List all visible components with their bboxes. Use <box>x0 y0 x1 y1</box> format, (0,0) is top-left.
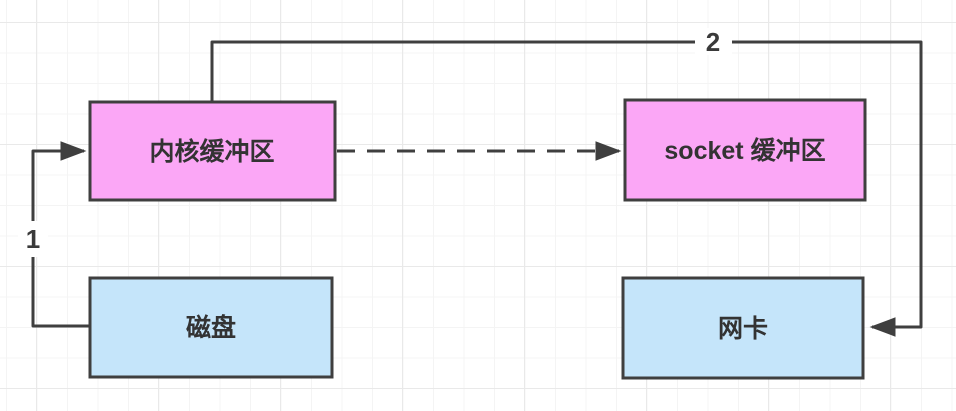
node-disk-label: 磁盘 <box>186 313 236 342</box>
edge-label-1-background <box>18 221 48 257</box>
edge-label-2-background <box>695 28 732 55</box>
node-disk: 磁盘 <box>88 276 334 379</box>
node-socket-buffer-label: socket 缓冲区 <box>664 136 825 165</box>
edge-label-1: 1 <box>26 224 40 254</box>
node-nic-box <box>621 276 865 380</box>
node-kernel-buffer-box <box>88 100 337 202</box>
node-socket-buffer: socket 缓冲区 <box>623 98 867 202</box>
node-socket-buffer-box <box>623 98 867 202</box>
node-nic: 网卡 <box>621 276 865 380</box>
node-kernel-buffer-label: 内核缓冲区 <box>149 137 274 166</box>
edge-label-2: 2 <box>706 27 720 57</box>
node-disk-box <box>88 276 334 379</box>
node-nic-label: 网卡 <box>718 315 768 343</box>
node-kernel-buffer: 内核缓冲区 <box>88 100 337 202</box>
edge-step2-line <box>210 40 923 337</box>
